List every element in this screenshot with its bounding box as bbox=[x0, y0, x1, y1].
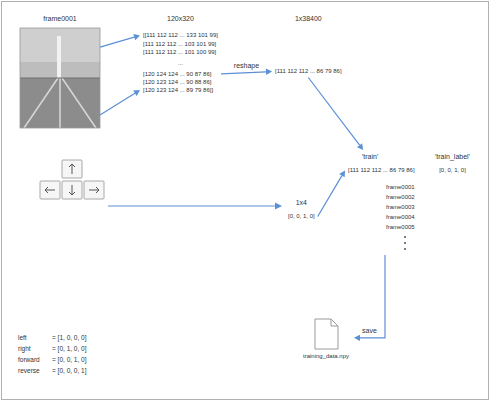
node-value: [120 124 124 ... 90 87 86] bbox=[143, 70, 218, 78]
node-heading: training_data.npy bbox=[301, 352, 351, 360]
node-value: [111 112 112 ... 101 100 99] bbox=[143, 48, 218, 56]
node-heading: 120x320 bbox=[143, 14, 218, 23]
key-name: right bbox=[18, 345, 31, 353]
node-heading: 1x4 bbox=[288, 198, 315, 207]
node-value: frame0004 bbox=[386, 213, 415, 221]
arrow-head bbox=[133, 34, 140, 40]
edge-label: reshape bbox=[233, 62, 260, 70]
key-name: left bbox=[18, 334, 27, 342]
node-heading: 'train_label' bbox=[435, 152, 470, 161]
saved-file: training_data.npy bbox=[298, 318, 354, 362]
node-value: [111 112 112 ... 86 79 86] bbox=[275, 67, 342, 75]
arrow-head bbox=[354, 335, 360, 341]
arrow-keys-picture bbox=[40, 160, 104, 199]
node-value: frame0005 bbox=[386, 223, 415, 231]
node-value: frame0003 bbox=[386, 203, 415, 211]
key-vector: = [0, 0, 1, 0] bbox=[52, 356, 87, 364]
file-icon bbox=[315, 319, 338, 349]
flow-arrow bbox=[318, 170, 345, 216]
arrow-head bbox=[266, 69, 272, 75]
key-name: reverse bbox=[18, 367, 40, 375]
node-value: [0, 0, 1, 0] bbox=[288, 212, 315, 220]
one-hot-vector: 1x4 [0, 0, 1, 0] bbox=[285, 196, 318, 223]
node-value: [120 123 124 ... 89 79 86]] bbox=[143, 86, 218, 94]
key-vector: = [1, 0, 0, 0] bbox=[52, 334, 87, 342]
arrow-head bbox=[339, 170, 345, 177]
node-value: [0, 0, 1, 0] bbox=[435, 166, 470, 174]
train-array: 'train' [111 112 112 ... 86 79 86] frame00… bbox=[345, 150, 418, 255]
flow-arrow bbox=[308, 78, 363, 151]
arrow-line bbox=[360, 255, 385, 338]
node-value: [120 123 124 ... 90 88 86] bbox=[143, 78, 218, 86]
arrow-line bbox=[100, 93, 135, 115]
arrow-line bbox=[100, 37, 134, 47]
arrow-head bbox=[133, 90, 140, 96]
key-vector: = [0, 0, 0, 1] bbox=[52, 367, 87, 375]
flow-arrow bbox=[100, 90, 140, 115]
arrow-line bbox=[221, 72, 266, 74]
node-heading: 1x38400 bbox=[275, 14, 342, 23]
arrow-line bbox=[308, 78, 359, 146]
node-value: [111 112 112 ... 86 79 86] bbox=[348, 166, 415, 174]
arrow-line bbox=[318, 176, 342, 217]
node-value: frame0002 bbox=[386, 193, 415, 201]
node-value: [111 112 112 ... 103 101 99] bbox=[143, 40, 218, 48]
flow-arrow bbox=[354, 255, 385, 341]
key-name: forward bbox=[18, 356, 40, 364]
node-value: ... bbox=[143, 59, 218, 67]
node-heading: 'train' bbox=[362, 152, 415, 161]
train-label-array: 'train_label' [0, 0, 1, 0] bbox=[432, 150, 473, 177]
continuation-dots bbox=[400, 233, 410, 253]
road-frame-picture bbox=[20, 28, 100, 128]
frame-image: frame0001 bbox=[20, 12, 100, 129]
node-value: frame0001 bbox=[386, 183, 415, 191]
arrow-head bbox=[357, 143, 363, 150]
reshaped-vector: 1x38400 [111 112 112 ... 86 79 86] bbox=[272, 12, 345, 78]
key-to-vector-arrow bbox=[108, 203, 282, 210]
key-vector: = [0, 1, 0, 0] bbox=[52, 345, 87, 353]
pixel-matrix: 120x320[[111 112 112 ... 133 101 99][111… bbox=[140, 12, 221, 96]
flow-arrow bbox=[100, 34, 140, 47]
edge-label: save bbox=[361, 327, 378, 335]
node-value: [[111 112 112 ... 133 101 99] bbox=[143, 31, 218, 39]
node-heading: frame0001 bbox=[23, 14, 97, 23]
